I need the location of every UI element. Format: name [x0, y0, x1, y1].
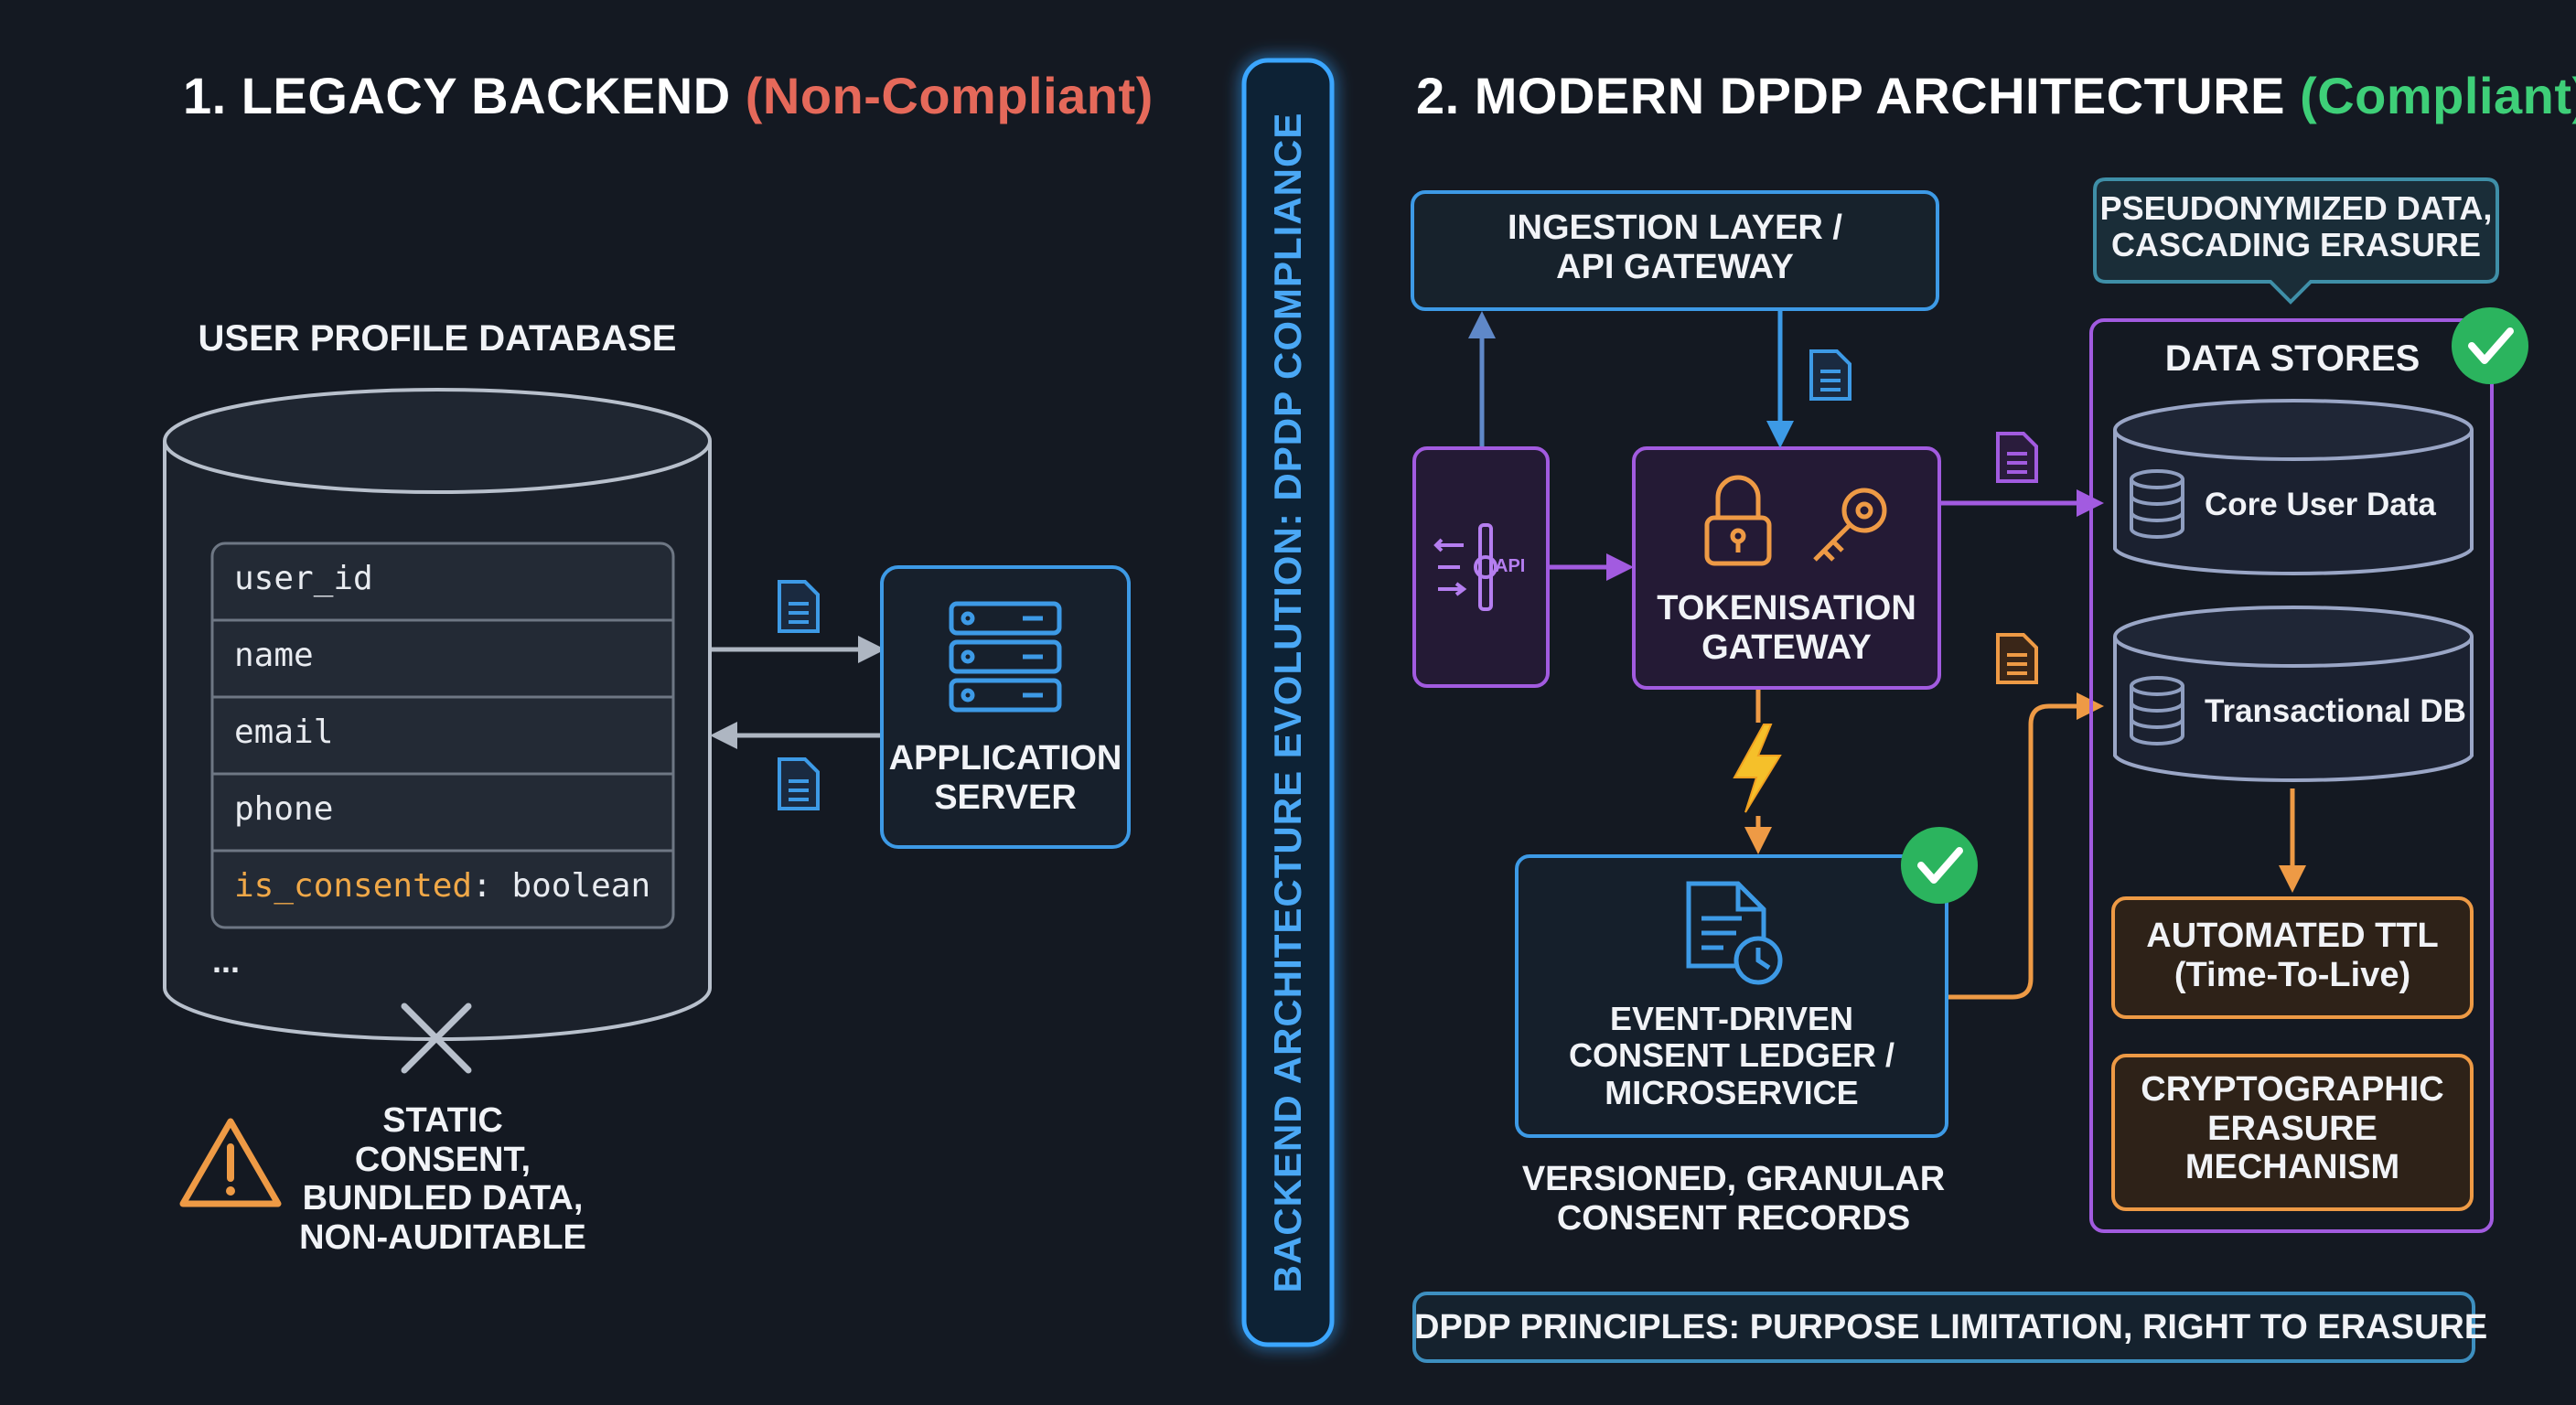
- key-icon: [1813, 488, 1887, 562]
- ledger-line3: MICROSERVICE: [1605, 1073, 1859, 1111]
- warning-line3: NON-AUDITABLE: [299, 1217, 586, 1257]
- server-icon: [949, 601, 1062, 713]
- divider-text: BACKEND ARCHITECTURE EVOLUTION: DPDP COM…: [1266, 112, 1309, 1293]
- arrow-ledger-to-transactional-db: [1948, 692, 2104, 1000]
- ingestion-layer-box: [1411, 190, 1939, 311]
- ledger-line1: EVENT-DRIVEN: [1609, 1000, 1854, 1037]
- database-icon: [2130, 469, 2184, 539]
- field-email: email: [234, 713, 334, 751]
- ingestion-line1: INGESTION LAYER /: [1508, 209, 1842, 247]
- ttl-line2: (Time-To-Live): [2174, 955, 2411, 994]
- tokenisation-label: TOKENISATION GATEWAY: [1634, 589, 1939, 667]
- automated-ttl-box: [2111, 896, 2474, 1019]
- database-icon: [2130, 676, 2184, 745]
- callout-label: PSEUDONYMIZED DATA, CASCADING ERASURE: [2095, 189, 2497, 264]
- consent-ledger-box: [1515, 854, 1948, 1138]
- application-server-box: [880, 565, 1131, 849]
- check-icon: [1901, 827, 1978, 904]
- lightning-icon: [1733, 724, 1782, 813]
- crypto-label: CRYPTOGRAPHIC ERASURE MECHANISM: [2113, 1070, 2472, 1187]
- versioned-records-label: VERSIONED, GRANULAR CONSENT RECORDS: [1500, 1160, 1967, 1238]
- lock-icon: [1704, 475, 1772, 566]
- data-stores-container: [2089, 318, 2494, 1233]
- right-title: 2. MODERN DPDP ARCHITECTURE (Compliant): [1416, 66, 2576, 125]
- pseudonymized-callout: [2093, 177, 2499, 305]
- ledger-label: EVENT-DRIVEN CONSENT LEDGER / MICROSERVI…: [1517, 1000, 1947, 1111]
- field-consent: is_consented: boolean: [234, 867, 650, 905]
- core-user-data-cylinder: [2113, 399, 2474, 575]
- principles-banner: [1412, 1292, 2475, 1363]
- versioned-line2: CONSENT RECORDS: [1556, 1198, 1911, 1238]
- field-phone: phone: [234, 790, 334, 828]
- fields-ellipsis: ...: [212, 942, 241, 980]
- ingestion-line2: API GATEWAY: [1556, 247, 1794, 286]
- api-gateway-icon: [1433, 523, 1497, 611]
- warning-line1: STATIC CONSENT,: [354, 1101, 531, 1179]
- core-db-label: Core User Data: [2205, 487, 2436, 522]
- db-label: USER PROFILE DATABASE: [198, 318, 677, 359]
- document-icon: [1809, 349, 1852, 401]
- transactional-db-cylinder: [2113, 606, 2474, 782]
- server-label-line2: SERVER: [934, 778, 1077, 817]
- callout-line2: CASCADING ERASURE: [2110, 226, 2482, 264]
- api-badge: API: [1495, 556, 1526, 576]
- document-icon: [1996, 432, 2038, 483]
- data-stores-title: DATA STORES: [2164, 338, 2420, 379]
- left-title-tag: (Non-Compliant): [745, 67, 1154, 124]
- ingestion-label: INGESTION LAYER / API GATEWAY: [1412, 209, 1937, 286]
- consent-field-type: : boolean: [472, 867, 651, 905]
- field-user-id: user_id: [234, 560, 373, 597]
- field-table: [210, 542, 675, 929]
- crypto-line1: CRYPTOGRAPHIC: [2141, 1070, 2444, 1109]
- ledger-clock-icon: [1686, 881, 1783, 985]
- cryptographic-erasure-box: [2111, 1054, 2474, 1211]
- server-label-line1: APPLICATION: [888, 739, 1122, 778]
- crypto-line2: ERASURE: [2207, 1109, 2377, 1148]
- crypto-line3: MECHANISM: [2184, 1148, 2400, 1187]
- field-name: name: [234, 637, 314, 674]
- tokenisation-gateway-box: [1632, 446, 1941, 690]
- check-icon: [2452, 307, 2528, 384]
- tokenisation-line2: GATEWAY: [1701, 627, 1872, 667]
- warning-icon: [179, 1118, 282, 1207]
- document-icon: [778, 757, 820, 810]
- versioned-line1: VERSIONED, GRANULAR: [1521, 1160, 1946, 1198]
- consent-field-name: is_consented: [234, 867, 473, 905]
- transactional-db-label: Transactional DB: [2205, 693, 2466, 729]
- principles-label: DPDP PRINCIPLES: PURPOSE LIMITATION, RIG…: [1414, 1308, 2488, 1346]
- ttl-label: AUTOMATED TTL (Time-To-Live): [2113, 917, 2472, 994]
- left-title-main: 1. LEGACY BACKEND: [183, 67, 731, 124]
- close-icon: [401, 1003, 472, 1074]
- right-title-tag: (Compliant): [2300, 67, 2576, 124]
- tokenisation-line1: TOKENISATION: [1657, 589, 1916, 627]
- callout-line1: PSEUDONYMIZED DATA,: [2099, 189, 2493, 227]
- ttl-line1: AUTOMATED TTL: [2146, 917, 2439, 955]
- left-title: 1. LEGACY BACKEND (Non-Compliant): [183, 66, 1154, 125]
- document-icon: [1996, 633, 2038, 684]
- warning-text: STATIC CONSENT, BUNDLED DATA, NON-AUDITA…: [293, 1101, 593, 1257]
- right-title-main: 2. MODERN DPDP ARCHITECTURE: [1416, 67, 2286, 124]
- warning-line2: BUNDLED DATA,: [302, 1179, 584, 1218]
- application-server-label: APPLICATION SERVER: [882, 739, 1129, 817]
- ledger-line2: CONSENT LEDGER /: [1568, 1036, 1895, 1075]
- field-table-dividers: [212, 618, 673, 853]
- document-icon: [778, 580, 820, 633]
- divider-glow-bar: [1241, 0, 1335, 1405]
